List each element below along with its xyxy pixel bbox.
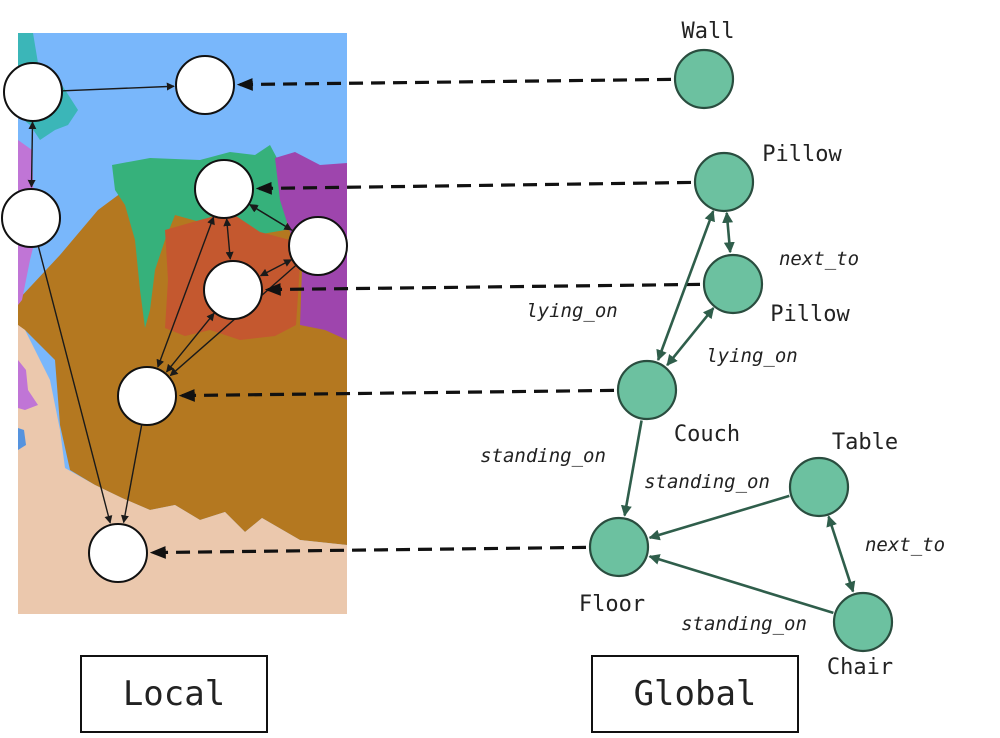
local-edge: [37, 246, 113, 524]
global-edge-label: lying_on: [706, 345, 798, 367]
local-edge: [165, 312, 215, 373]
segmentation-image: [18, 33, 347, 614]
global-node-label: Chair: [827, 655, 893, 680]
local-node: [88, 523, 148, 583]
blue-spot: [18, 428, 26, 450]
global-node-pillow2: [702, 253, 764, 315]
local-box-label: Local: [123, 674, 225, 714]
global-edge: [620, 420, 643, 517]
correspondence-arrows: [149, 77, 701, 559]
global-edge-label: standing_on: [644, 471, 770, 493]
global-edge: [722, 211, 735, 254]
global-edge-label: standing_on: [480, 445, 606, 467]
local-node: [194, 159, 254, 219]
global-node-pillow1: [693, 151, 755, 213]
global-node-couch: [616, 359, 678, 421]
global-node-label: Pillow: [770, 302, 850, 327]
local-node: [288, 216, 348, 276]
local-box: Local: [80, 655, 268, 733]
local-node: [117, 366, 177, 426]
correspondence-arrow: [178, 388, 615, 402]
local-edge: [223, 218, 234, 260]
local-edge: [121, 425, 143, 524]
global-edge-label: lying_on: [526, 300, 618, 322]
global-edge: [648, 494, 790, 541]
global-box: Global: [591, 655, 799, 733]
global-box-label: Global: [634, 674, 757, 714]
local-edge: [259, 259, 293, 277]
local-edge: [27, 121, 37, 188]
global-node-label: Table: [832, 430, 898, 455]
local-edges: [27, 82, 296, 524]
purple-region-left-lower: [18, 360, 38, 410]
local-node: [175, 55, 235, 115]
global-edge-label: next_to: [779, 248, 859, 270]
global-node-label: Couch: [674, 422, 740, 447]
local-node: [1, 188, 61, 248]
global-edge: [666, 307, 715, 367]
global-node-floor: [588, 516, 650, 578]
global-edges: [620, 210, 856, 615]
global-edge-label: standing_on: [681, 613, 807, 635]
global-node-label: Floor: [579, 592, 645, 617]
correspondence-arrow: [255, 180, 692, 195]
global-node-chair: [832, 591, 894, 653]
local-edge: [62, 82, 175, 92]
global-edge: [826, 515, 856, 593]
local-nodes: [1, 55, 348, 583]
global-edge: [648, 554, 834, 615]
global-node-wall: [673, 48, 735, 110]
local-edge: [249, 204, 293, 232]
global-node-label: Pillow: [762, 142, 842, 167]
global-edge-labels: lying_onnext_tolying_onstanding_onstandi…: [480, 248, 945, 635]
local-node: [203, 260, 263, 320]
global-node-table: [788, 456, 850, 518]
global-edge-label: next_to: [865, 534, 945, 556]
global-node-label: Wall: [682, 19, 735, 44]
correspondence-arrow: [149, 545, 587, 559]
global-nodes: [588, 48, 894, 653]
correspondence-arrow: [236, 77, 672, 91]
local-node: [3, 62, 63, 122]
correspondence-arrow: [264, 282, 701, 296]
